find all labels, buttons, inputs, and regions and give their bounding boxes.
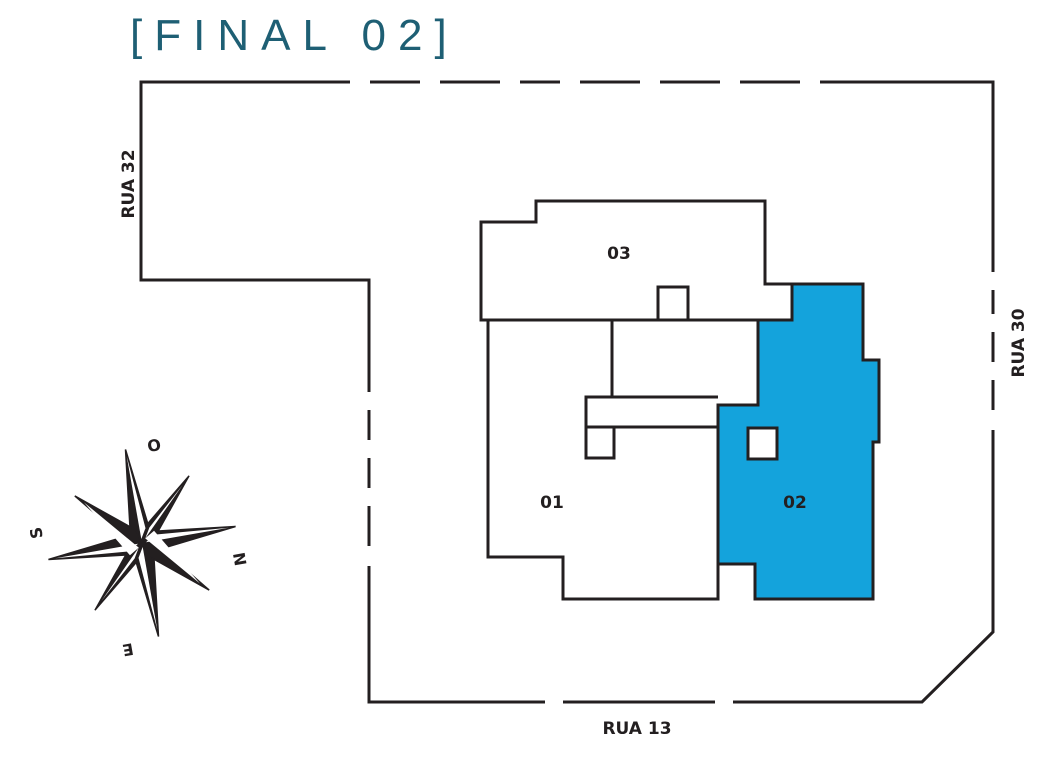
unit-02-area[interactable] xyxy=(716,282,881,601)
compass-rose-icon: O N S E xyxy=(26,435,250,660)
street-label-rua-13: RUA 13 xyxy=(602,719,671,739)
street-label-rua-30: RUA 30 xyxy=(1009,308,1029,377)
compass-n-label: N xyxy=(229,551,250,567)
boundary-segment xyxy=(733,430,995,704)
unit-01-core xyxy=(584,425,616,460)
street-label-rua-32: RUA 32 xyxy=(119,149,139,218)
site-boundary xyxy=(139,80,995,704)
unit-02-label: 02 xyxy=(783,493,807,513)
unit-02-core xyxy=(746,426,779,461)
compass-o-label: O xyxy=(146,435,163,456)
compass-s-label: S xyxy=(26,526,47,541)
compass-e-label: E xyxy=(121,639,135,660)
boundary-segment xyxy=(139,80,371,392)
unit-01-label: 01 xyxy=(540,493,564,513)
unit-03-area[interactable] xyxy=(479,199,794,322)
unit-01-inner-wall xyxy=(612,318,758,399)
unit-03-core xyxy=(656,285,690,322)
unit-03-label: 03 xyxy=(607,244,631,264)
boundary-segment xyxy=(367,566,545,704)
page-title: [FINAL 02] xyxy=(130,11,459,60)
boundary-segment xyxy=(820,80,995,272)
